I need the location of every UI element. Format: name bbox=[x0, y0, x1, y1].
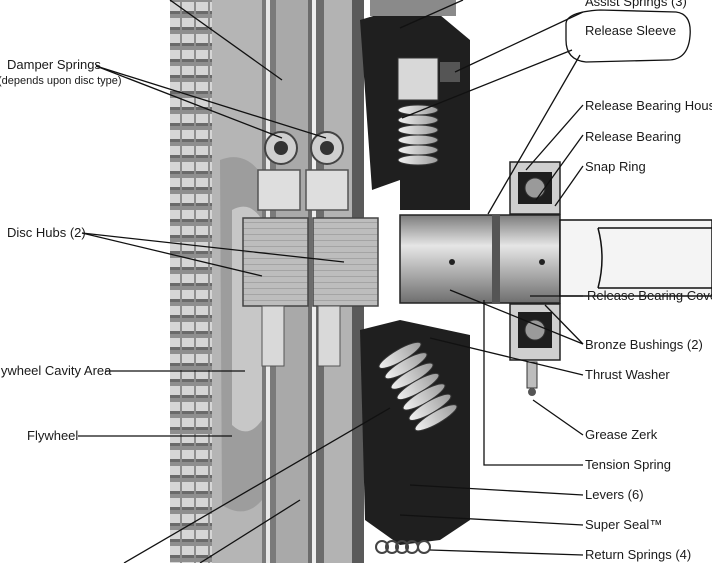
label-snap-ring: Snap Ring bbox=[585, 159, 646, 174]
disc-hubs-shape bbox=[242, 217, 379, 367]
return-springs-shape bbox=[375, 540, 431, 554]
label-release-bearing-housing: Release Bearing Housing bbox=[585, 98, 712, 113]
return-spring-lower bbox=[378, 341, 458, 432]
release-sleeve-shape bbox=[399, 214, 561, 304]
label-damper-springs: Damper Springs bbox=[7, 57, 101, 72]
label-damper-springs-note: (depends upon disc type) bbox=[0, 75, 122, 87]
label-disc-hubs: Disc Hubs (2) bbox=[7, 225, 86, 240]
label-assist-springs: Assist Springs (3) bbox=[585, 0, 687, 9]
input-shaft bbox=[559, 219, 712, 297]
release-bearing-housing-shape bbox=[509, 161, 561, 396]
leader-lines bbox=[78, 0, 584, 563]
label-super-seal: Super Seal™ bbox=[585, 517, 662, 532]
assist-spring-upper bbox=[397, 57, 460, 166]
label-flywheel: Flywheel bbox=[27, 428, 78, 443]
label-release-bearing: Release Bearing bbox=[585, 129, 681, 144]
label-grease-zerk: Grease Zerk bbox=[585, 427, 658, 442]
label-tension-spring: Tension Spring bbox=[585, 457, 671, 472]
label-levers: Levers (6) bbox=[585, 487, 644, 502]
label-bronze-bushings: Bronze Bushings (2) bbox=[585, 337, 703, 352]
label-flywheel-cavity-area: Flywheel Cavity Area bbox=[0, 363, 112, 378]
annotation-circle bbox=[565, 9, 691, 63]
label-release-bearing-cover: Release Bearing Cover bbox=[587, 288, 712, 303]
label-thrust-washer: Thrust Washer bbox=[585, 367, 670, 382]
label-return-springs: Return Springs (4) bbox=[585, 547, 691, 562]
label-release-sleeve: Release Sleeve bbox=[585, 23, 676, 38]
damper-springs-shape bbox=[257, 131, 349, 211]
